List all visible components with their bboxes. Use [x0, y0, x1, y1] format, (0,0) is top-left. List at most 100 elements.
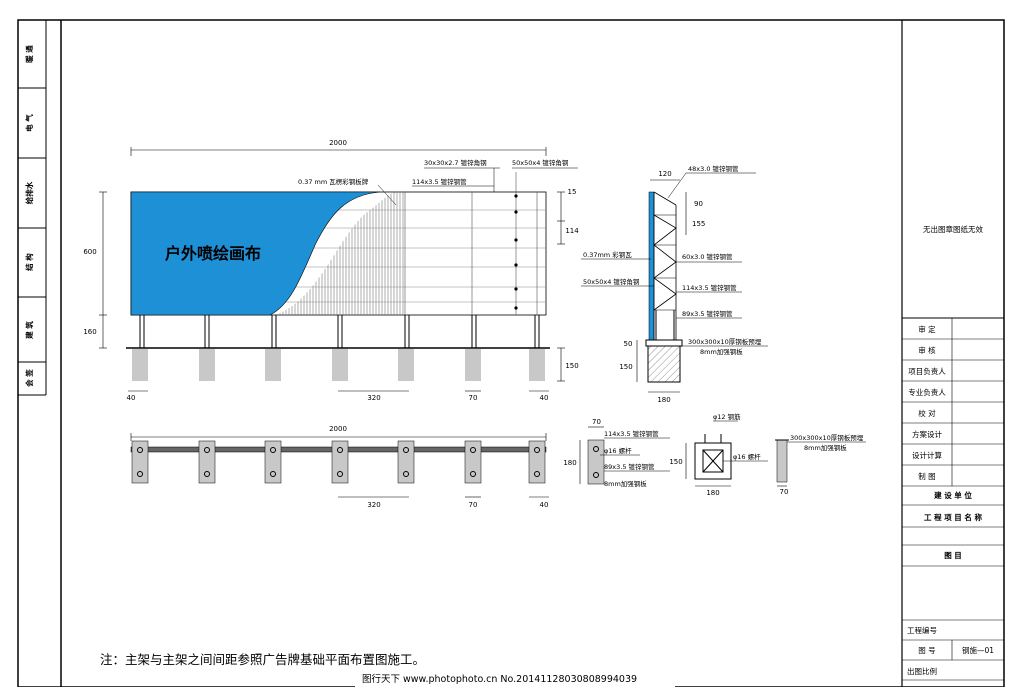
detail-a-dim-180: 180: [563, 459, 576, 467]
front-dim-spacing: 320: [367, 394, 380, 402]
detail-a: 70 180 114x3.5 镀锌钢管 φ16 螺杆 89x3.5 镀锌钢管 8…: [563, 418, 670, 488]
tb-row-6: 设计计算: [912, 450, 942, 460]
front-label-plate: 0.37 mm 瓦楞彩钢板牌: [298, 177, 369, 186]
tb-row-1: 审 核: [918, 345, 936, 355]
side-label-plate2: 8mm加强钢板: [700, 347, 743, 356]
strip-countersign: 会 签: [24, 369, 34, 387]
front-label-angle1: 30x30x2.7 镀锌角钢: [424, 158, 487, 167]
strip-structure: 结 构: [24, 253, 34, 271]
detail-b: φ12 钢筋 φ16 螺杆 150 180: [669, 412, 768, 497]
detail-b-dim-150: 150: [669, 458, 682, 466]
plan-bolt: [270, 447, 276, 453]
sheet-border: [17, 19, 1005, 687]
plan-bolt: [470, 447, 476, 453]
front-label-tube: 114x3.5 镀锌钢管: [412, 177, 467, 186]
detail-a-label-114: 114x3.5 镀锌钢管: [604, 429, 659, 438]
plan-view: 2000 320 70 40: [130, 425, 549, 509]
side-dim-150: 150: [619, 363, 632, 371]
plan-bolt: [137, 447, 143, 453]
tb-drawing: 图 目: [944, 551, 962, 560]
tb-drawing-no-label: 图 号: [918, 646, 935, 655]
title-block: 无出图章图纸无效 审 定 审 核 项目负责人 专业负责人 校 对 方案设计 设计…: [901, 20, 1004, 687]
plan-bolt: [534, 471, 540, 477]
side-dim-120: 120: [658, 170, 671, 178]
plan-bolt: [337, 447, 343, 453]
plan-bolt: [534, 447, 540, 453]
plan-bolt: [270, 471, 276, 477]
front-dim-leg: 160: [83, 328, 96, 336]
watermark: 图行天下 www.photophoto.cn No.20141128030808…: [362, 673, 637, 685]
strip-plumbing: 给排水: [24, 181, 34, 204]
front-elevation: 2000 户外喷绘画布: [83, 139, 579, 402]
tb-project: 工 程 项 目 名 称: [924, 512, 983, 522]
tb-row-7: 制 图: [918, 471, 935, 481]
title-warning: 无出图章图纸无效: [923, 224, 983, 234]
detail-b-dim-180: 180: [706, 489, 719, 497]
strip-architecture: 建 筑: [24, 321, 34, 340]
detail-c-dim-70: 70: [780, 488, 789, 496]
plan-bolt: [403, 471, 409, 477]
detail-a-label-bolt: φ16 螺杆: [604, 446, 632, 455]
plan-base-3: [264, 440, 282, 484]
front-dim-40-left: 40: [127, 394, 136, 402]
front-dim-15: 15: [568, 188, 577, 196]
left-discipline-strip: 暖 通 电 气 给排水 结 构 建 筑 会 签: [18, 20, 47, 396]
strip-hvac: 暖 通: [24, 45, 34, 63]
plan-base-1: [131, 440, 149, 484]
tb-row-5: 方案设计: [912, 429, 942, 439]
plan-bolt: [470, 471, 476, 477]
tb-row-2: 项目负责人: [908, 366, 946, 376]
side-dim-50: 50: [624, 340, 633, 348]
tb-owner: 建 设 单 位: [933, 490, 972, 500]
plan-dim-40: 40: [540, 501, 549, 509]
front-dim-40-right: 40: [540, 394, 549, 402]
detail-c: 300x300x10厚钢板预埋 8mm加强钢板 70: [775, 433, 866, 496]
plan-dim-width: 2000: [329, 425, 347, 433]
side-dim-90: 90: [694, 200, 703, 208]
plan-bolt: [137, 471, 143, 477]
side-label-angle: 50x50x4 镀锌角钢: [583, 277, 640, 286]
tb-scale: 出图比例: [907, 666, 937, 676]
detail-c-label-plate2: 8mm加强钢板: [804, 443, 847, 452]
front-dim-width: 2000: [329, 139, 347, 147]
side-dim-180: 180: [657, 396, 670, 404]
side-label-48: 48x3.0 镀锌钢管: [688, 164, 739, 173]
plan-dim-70: 70: [469, 501, 478, 509]
plan-dim-spacing: 320: [367, 501, 380, 509]
tb-drawing-no: 钢施—01: [962, 645, 994, 655]
front-dim-height: 600: [83, 248, 96, 256]
front-dim-114: 114: [565, 227, 579, 235]
plan-bolt: [204, 471, 210, 477]
detail-a-label-plate: 8mm加强钢板: [604, 479, 647, 488]
strip-electrical: 电 气: [24, 114, 34, 132]
side-label-60: 60x3.0 镀锌钢管: [682, 252, 733, 261]
plan-base-5: [397, 440, 415, 484]
detail-b-label-rebar: φ12 钢筋: [713, 412, 741, 421]
tb-project-no: 工程编号: [907, 625, 937, 635]
tb-row-3: 专业负责人: [908, 387, 946, 397]
detail-c-label-plate: 300x300x10厚钢板预埋: [790, 433, 864, 442]
front-dim-70: 70: [469, 394, 478, 402]
tb-row-4: 校 对: [918, 408, 936, 418]
plan-bolt: [337, 471, 343, 477]
side-label-plate: 300x300x10厚钢板预埋: [688, 337, 762, 346]
plan-base-7: [528, 440, 546, 484]
detail-a-dim-70: 70: [592, 418, 601, 426]
side-elevation: 120 90 155 50 150 180 48x3.0 镀锌钢管 0.37mm…: [581, 164, 768, 404]
side-dim-155: 155: [692, 220, 705, 228]
plan-base-2: [198, 440, 216, 484]
front-dim-base: 150: [565, 362, 578, 370]
plan-base-6: [464, 440, 482, 484]
plan-bolt: [204, 447, 210, 453]
plan-base-4: [331, 440, 349, 484]
detail-a-label-89: 89x3.5 镀锌钢管: [604, 462, 655, 471]
side-label-color: 0.37mm 彩钢瓦: [583, 250, 632, 259]
drawing-note: 注：主架与主架之间间距参照广告牌基础平面布置图施工。: [100, 652, 425, 667]
side-label-114: 114x3.5 镀锌钢管: [682, 283, 737, 292]
front-label-angle2: 50x50x4 镀锌角钢: [512, 158, 569, 167]
sign-text: 户外喷绘画布: [165, 244, 261, 263]
tb-row-0: 审 定: [918, 324, 936, 334]
detail-b-label-bolt: φ16 螺杆: [733, 452, 761, 461]
side-label-89: 89x3.5 镀锌钢管: [682, 309, 733, 318]
